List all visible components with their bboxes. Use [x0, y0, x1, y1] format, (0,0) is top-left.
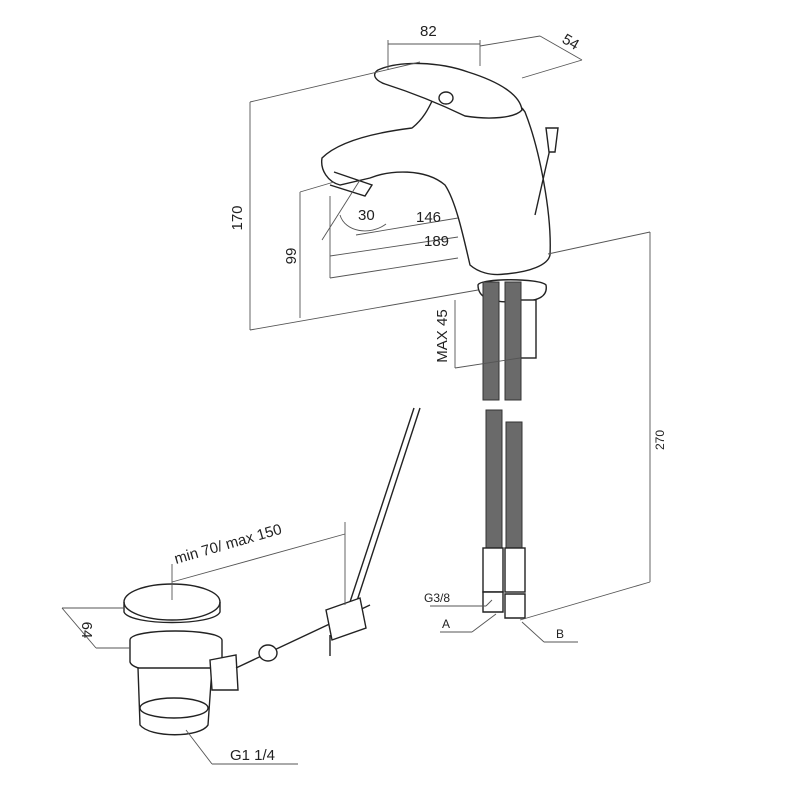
label-range: min 70/ max 150	[172, 521, 283, 568]
leader-g38-d	[485, 599, 493, 607]
label-a: A	[442, 617, 450, 631]
label-64: 64	[78, 622, 95, 639]
dim-146-line	[355, 217, 459, 236]
label-54: 54	[559, 31, 582, 54]
waste-body-band	[139, 697, 209, 719]
label-270: 270	[653, 430, 667, 450]
fitting-b	[504, 547, 526, 593]
dim-170-ext-top	[249, 61, 421, 103]
dim-54-line	[539, 35, 583, 61]
dim-64-line	[61, 607, 97, 649]
label-99: 99	[283, 248, 300, 265]
popup-knob	[545, 127, 559, 153]
dim-54-ext-bottom	[521, 59, 583, 79]
rod-ball	[258, 644, 278, 662]
pull-rod	[347, 407, 415, 609]
dim-30-leader	[321, 179, 361, 241]
hose-b-upper	[504, 281, 522, 401]
dim-max45-ext	[454, 357, 521, 369]
dim-270-ext-bottom	[519, 581, 651, 621]
dim-30-arc	[339, 214, 387, 232]
fitting-a	[482, 547, 504, 593]
label-g38: G3/8	[424, 591, 450, 605]
label-max-45: MAX 45	[434, 309, 451, 362]
lever-handle	[373, 62, 523, 119]
rod-clamp	[325, 597, 367, 641]
leader-b-d	[521, 621, 545, 643]
faucet-body	[321, 91, 551, 276]
supply-hoses	[482, 281, 526, 619]
label-30: 30	[358, 207, 375, 224]
dim-189-line	[329, 236, 459, 257]
hose-b-lower	[505, 421, 523, 551]
leader-g114-d	[185, 729, 213, 765]
label-146: 146	[416, 209, 441, 226]
nut-b	[504, 593, 526, 619]
label-g114: G1 1/4	[230, 747, 275, 764]
label-189: 189	[424, 233, 449, 250]
dim-99-ext-top	[299, 181, 335, 193]
label-170: 170	[229, 205, 246, 230]
dim-170-ext-bottom	[249, 289, 479, 331]
dim-base-line	[329, 257, 459, 279]
pop-up-waste	[123, 407, 421, 736]
label-82: 82	[420, 23, 437, 40]
pull-rod-edge	[353, 407, 421, 611]
dim-54-ext-top	[479, 35, 541, 47]
hose-a-lower	[485, 409, 503, 551]
label-b: B	[556, 627, 564, 641]
leader-a-d	[471, 613, 497, 633]
hose-a-upper	[482, 281, 500, 401]
dim-range-line	[171, 533, 346, 583]
waste-cap-rim	[123, 602, 221, 624]
dimension-lines	[61, 35, 651, 765]
waste-body	[137, 667, 213, 736]
nut-a	[482, 591, 504, 613]
dim-270-ext-top	[547, 231, 651, 255]
spout-edge	[329, 171, 374, 197]
waste-flange	[129, 630, 223, 674]
lever-pivot	[438, 91, 454, 105]
waste-side-port	[209, 654, 239, 691]
mounting-stud	[519, 299, 537, 359]
